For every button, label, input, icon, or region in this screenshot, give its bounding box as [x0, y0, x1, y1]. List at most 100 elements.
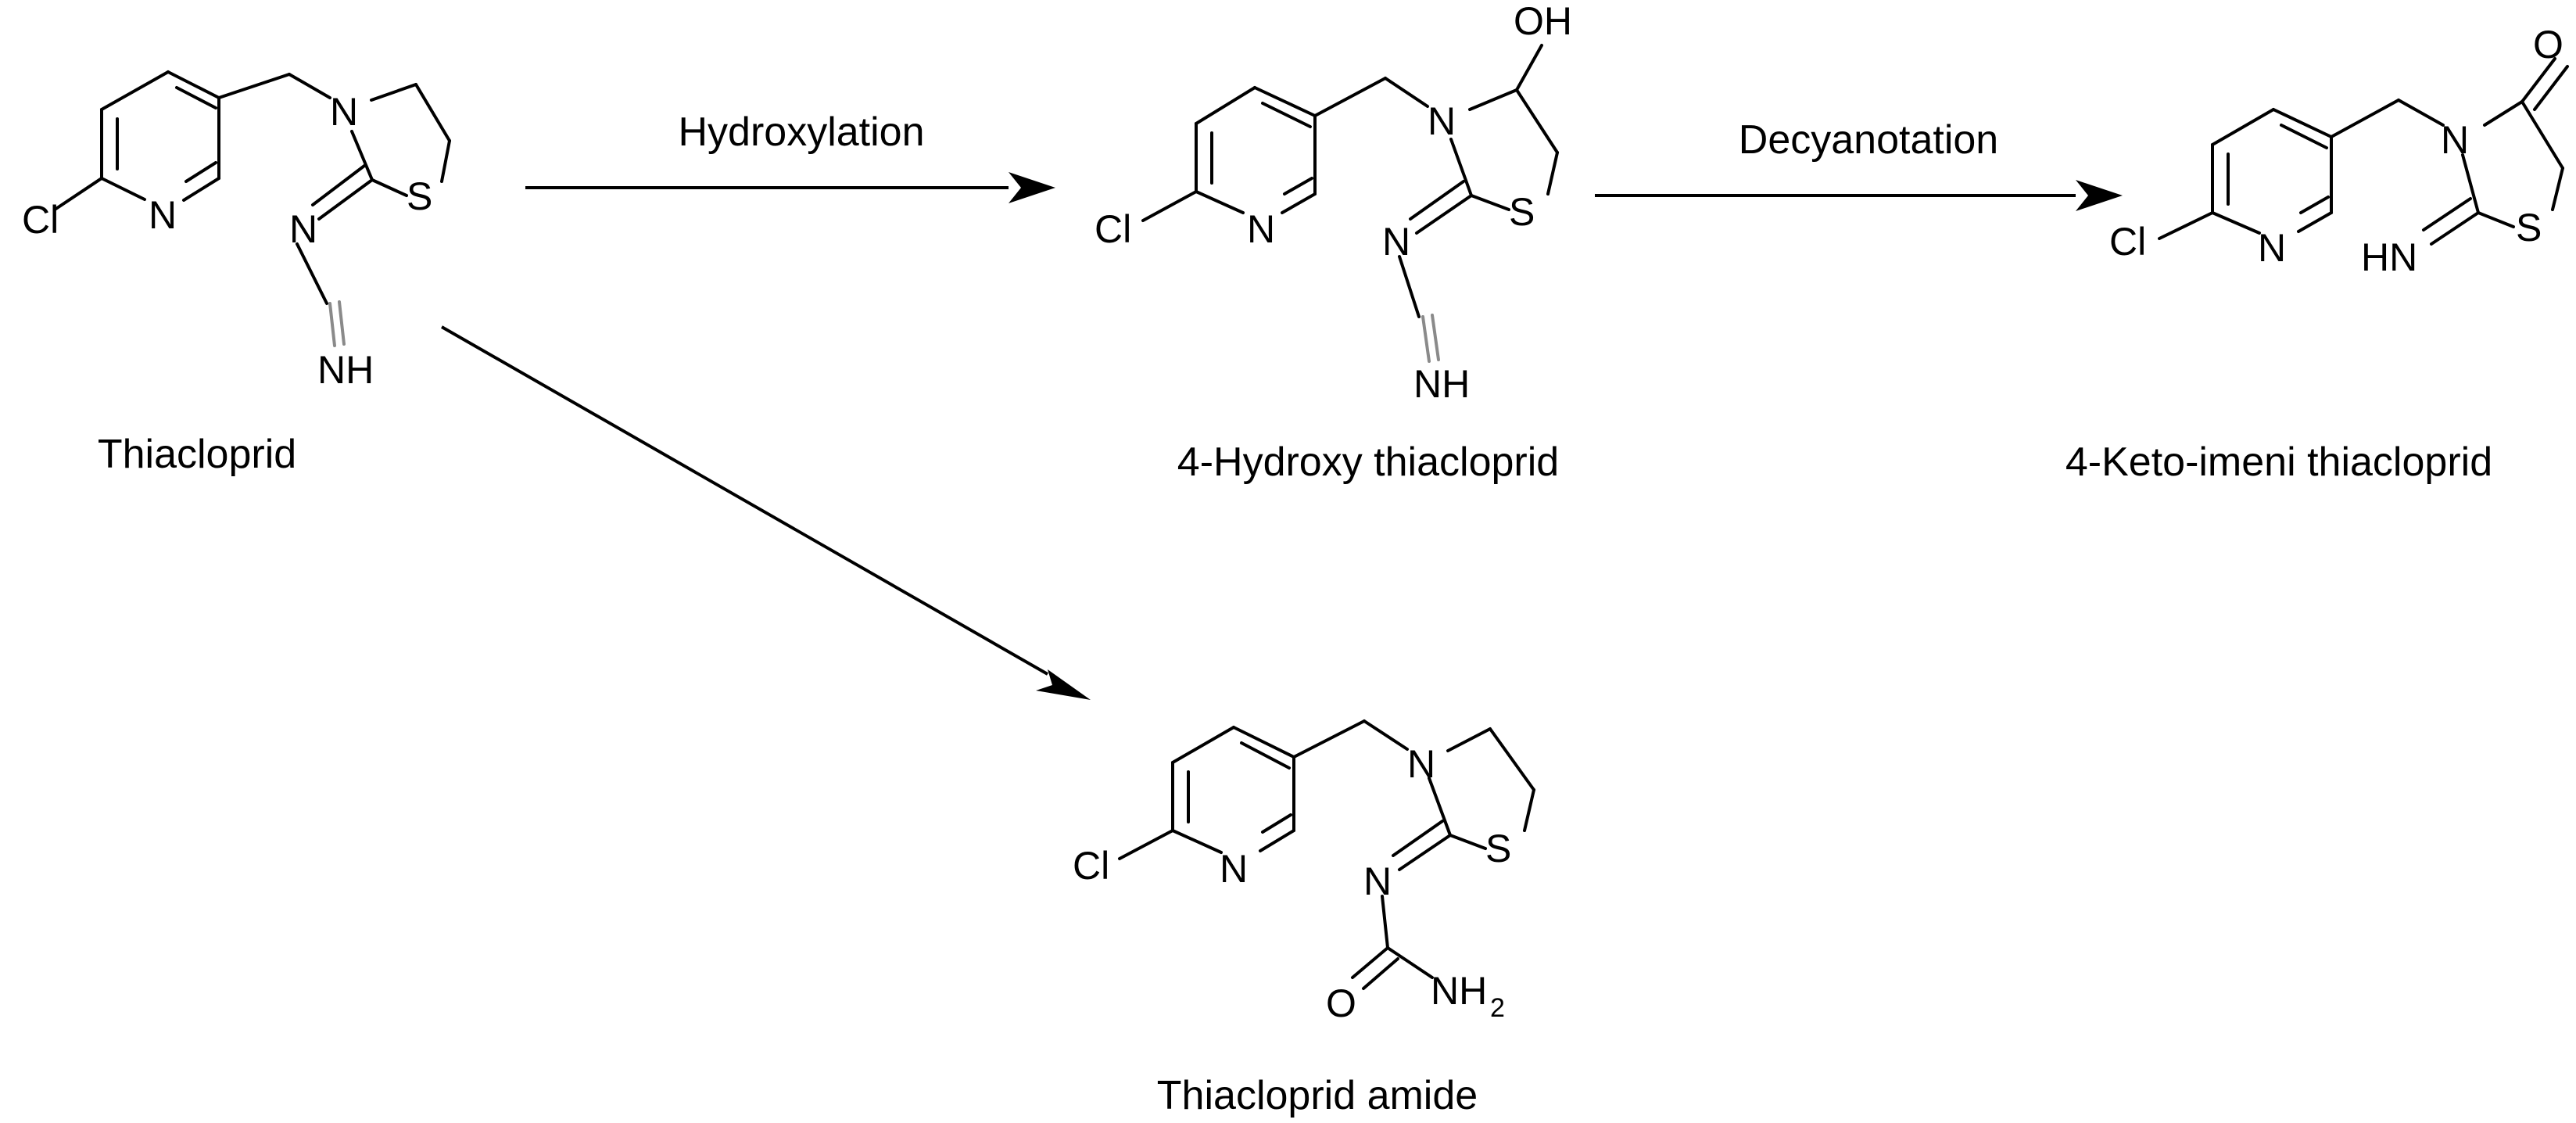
atom-label: N	[149, 193, 177, 237]
bond-line	[53, 177, 103, 211]
bond-line	[2477, 211, 2515, 228]
bond-line	[1363, 719, 1409, 751]
bond-line	[1195, 190, 1245, 214]
bond-line	[1362, 957, 1399, 990]
atom-label: N	[289, 207, 317, 251]
bond-line	[296, 242, 328, 305]
bond-line	[2158, 211, 2214, 240]
bond-line	[338, 300, 346, 346]
bond-line	[2551, 167, 2564, 211]
bond-line	[2430, 211, 2480, 246]
compound-label-thiacloprid-amide: Thiacloprid amide	[1157, 1073, 1478, 1118]
bond-line	[1195, 86, 1256, 125]
bond-line	[1253, 86, 1317, 117]
atom-label: N	[1407, 742, 1435, 786]
bond-line	[1449, 138, 1473, 197]
bond-line	[1141, 190, 1198, 222]
bond-line	[317, 178, 374, 221]
bond-line	[1428, 777, 1452, 837]
atom-label: HN	[2361, 235, 2417, 279]
bond-line	[2211, 211, 2261, 235]
structure-thiacloprid: Cl N N S N NH	[22, 70, 451, 392]
atom-label: S	[1509, 190, 1535, 234]
atom-label: O	[2533, 23, 2563, 66]
atom-label: N	[1247, 207, 1275, 251]
atom-label: Cl	[1073, 844, 1109, 888]
hydroxylation-arrowhead	[1009, 172, 1055, 203]
bond-line	[1409, 180, 1465, 221]
bond-line	[2272, 108, 2333, 138]
bond-line	[1392, 820, 1444, 857]
bond-line	[328, 302, 336, 347]
atom-label: N	[2441, 118, 2469, 162]
atom-label: S	[2516, 206, 2542, 249]
amide-arrowhead	[1036, 669, 1091, 700]
bond-line	[371, 178, 408, 197]
atom-label: N	[1382, 220, 1410, 264]
bond-line	[1240, 741, 1291, 770]
bond-line	[370, 83, 417, 102]
atom-label: NH	[1431, 969, 1487, 1013]
bond-line	[1515, 88, 1559, 154]
bond-line	[1523, 788, 1535, 832]
atom-label: OH	[1514, 0, 1572, 43]
atom-label: Cl	[22, 198, 59, 242]
bond-line	[1468, 88, 1518, 111]
bond-line	[2483, 100, 2524, 127]
atom-label: N	[330, 90, 358, 134]
bond-line	[1281, 192, 1317, 214]
bond-line	[1261, 813, 1292, 834]
bond-line	[1171, 829, 1223, 854]
bond-line	[1259, 829, 1295, 852]
decyanotation-arrowhead	[2076, 180, 2123, 211]
bond-line	[1313, 77, 1387, 117]
bond-line	[1421, 315, 1431, 363]
bond-line	[1398, 255, 1421, 318]
reaction-arrows	[441, 172, 2123, 700]
bond-line	[1292, 719, 1366, 759]
bond-line	[1171, 726, 1235, 764]
compound-label-thiacloprid: Thiacloprid	[98, 432, 296, 477]
bond-line	[2330, 99, 2400, 138]
bond-line	[350, 130, 374, 181]
structure-thiacloprid-amide: Cl N N S N O NH 2	[1073, 719, 1535, 1025]
bond-line	[2520, 100, 2564, 170]
bond-line	[100, 70, 170, 111]
bond-line	[1546, 151, 1559, 196]
bond-line	[1415, 194, 1473, 235]
bond-line	[2533, 65, 2569, 111]
bond-line	[1446, 727, 1492, 752]
bond-line	[217, 73, 291, 99]
atom-label: Cl	[1095, 207, 1131, 251]
atom-label: S	[1485, 827, 1511, 870]
hydroxylation-label: Hydroxylation	[678, 109, 924, 155]
bond-line	[1351, 946, 1389, 979]
atom-label: O	[1326, 981, 1356, 1025]
bond-line	[1386, 946, 1434, 979]
compound-label-4-hydroxy-thiacloprid: 4-Hydroxy thiacloprid	[1177, 440, 1559, 485]
atom-label: N	[2258, 226, 2286, 270]
bond-line	[1232, 726, 1295, 759]
atom-label: N	[1220, 847, 1248, 891]
decyanotation-label: Decyanotation	[1739, 117, 1998, 163]
bond-line	[2211, 108, 2275, 146]
bond-line	[2297, 211, 2333, 233]
bond-line	[1489, 727, 1535, 791]
structure-4-hydroxy-thiacloprid: Cl N N OH S N NH	[1095, 0, 1572, 406]
bond-line	[2520, 57, 2556, 103]
atom-label: 2	[1490, 993, 1505, 1023]
bond-line	[2299, 196, 2330, 214]
bond-line	[1261, 102, 1312, 128]
structure-4-keto-imeni-thiacloprid: Cl N N O S HN	[2109, 23, 2569, 279]
bond-line	[100, 177, 146, 201]
bond-line	[2422, 197, 2472, 231]
atom-label: S	[407, 174, 432, 218]
atom-label: NH	[1413, 362, 1470, 406]
bond-line	[185, 161, 217, 183]
atom-label: Cl	[2109, 220, 2146, 264]
bond-line	[1118, 829, 1174, 860]
bond-line	[167, 70, 220, 99]
bond-line	[1449, 834, 1487, 850]
bond-line	[175, 86, 217, 109]
